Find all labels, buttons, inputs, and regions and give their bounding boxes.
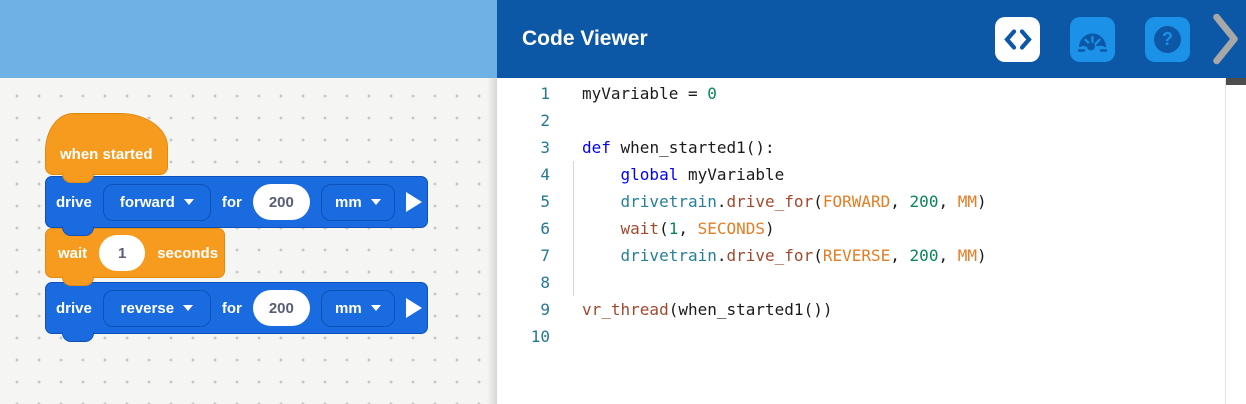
code-text: global myVariable <box>620 165 785 184</box>
code-text: myVariable = 0 <box>582 84 717 103</box>
play-icon[interactable] <box>405 192 422 212</box>
question-mark-icon: ? <box>1154 25 1181 53</box>
code-text <box>550 107 582 134</box>
line-number: 9 <box>540 300 550 319</box>
code-icon <box>1003 28 1032 51</box>
code-editor[interactable]: 1 myVariable = 0 2 3 def when_started1(): 4 g… <box>497 78 1246 404</box>
unit-dropdown[interactable]: mm <box>320 183 395 221</box>
distance-input[interactable]: 200 <box>252 184 310 220</box>
block-label: for <box>221 193 242 211</box>
line-number: 8 <box>540 273 550 292</box>
block-drive-reverse[interactable]: drive reverse for 200 mm <box>45 282 428 342</box>
scrollbar-thumb[interactable] <box>1226 78 1246 85</box>
collapse-panel-button[interactable] <box>1212 13 1240 65</box>
play-icon[interactable] <box>405 298 422 318</box>
canvas-edge-shadow <box>487 78 497 404</box>
indent-guide <box>573 215 574 242</box>
code-text: vr_thread(when_started1()) <box>582 300 833 319</box>
line-number: 5 <box>540 192 550 211</box>
block-label: seconds <box>157 244 219 262</box>
unit-dropdown[interactable]: mm <box>320 289 395 327</box>
indent-guide <box>573 161 574 188</box>
code-text: drivetrain.drive_for(REVERSE, 200, MM) <box>620 246 987 265</box>
code-text <box>550 323 582 350</box>
line-number: 3 <box>540 138 550 157</box>
scrollbar-track[interactable] <box>1225 78 1226 404</box>
code-line: 8 <box>497 269 1246 296</box>
chevron-right-icon <box>1212 13 1240 65</box>
chevron-down-icon <box>183 199 194 205</box>
code-text: drivetrain.drive_for(FORWARD, 200, MM) <box>620 192 987 211</box>
dropdown-value: forward <box>119 193 175 211</box>
code-line: 10 <box>497 323 1246 350</box>
line-number: 6 <box>540 219 550 238</box>
direction-dropdown[interactable]: reverse <box>102 289 211 327</box>
code-view-button[interactable] <box>995 16 1040 62</box>
block-label: drive <box>56 299 92 317</box>
distance-input[interactable]: 200 <box>252 290 310 326</box>
gauge-icon <box>1077 26 1108 53</box>
code-line: 2 <box>497 107 1246 134</box>
chevron-down-icon <box>370 199 381 205</box>
workspace-topbar <box>0 0 497 78</box>
line-number: 10 <box>530 327 550 346</box>
direction-dropdown[interactable]: forward <box>102 183 211 221</box>
block-label: wait <box>58 244 88 262</box>
code-line: 9 vr_thread(when_started1()) <box>497 296 1246 323</box>
code-text <box>550 269 582 296</box>
indent-guide <box>573 242 574 269</box>
block-drive-forward[interactable]: drive forward for 200 mm <box>45 176 428 236</box>
code-line: 3 def when_started1(): <box>497 134 1246 161</box>
help-button[interactable]: ? <box>1145 16 1190 62</box>
code-viewer-header: Code Viewer <box>497 0 1246 78</box>
code-text: def when_started1(): <box>582 138 775 157</box>
dashboard-button[interactable] <box>1070 16 1115 62</box>
dropdown-value: mm <box>335 299 362 317</box>
code-viewer-panel: Code Viewer <box>497 0 1246 404</box>
code-line: 1 myVariable = 0 <box>497 80 1246 107</box>
block-when-started[interactable]: when started <box>45 113 168 183</box>
indent-guide <box>573 269 574 296</box>
code-line: 4 global myVariable <box>497 161 1246 188</box>
dropdown-value: reverse <box>120 299 175 317</box>
line-number: 1 <box>540 84 550 103</box>
block-workspace: when started drive forward for 200 mm wa… <box>0 0 497 404</box>
block-stack: when started drive forward for 200 mm wa… <box>45 113 445 353</box>
panel-title: Code Viewer <box>522 27 648 50</box>
block-label: for <box>221 299 242 317</box>
chevron-down-icon <box>183 305 194 311</box>
block-label: drive <box>56 193 92 211</box>
code-line: 5 drivetrain.drive_for(FORWARD, 200, MM) <box>497 188 1246 215</box>
duration-input[interactable]: 1 <box>99 235 146 271</box>
block-label: when started <box>60 146 153 163</box>
block-wait[interactable]: wait 1 seconds <box>45 228 225 286</box>
code-lines: 1 myVariable = 0 2 3 def when_started1(): 4 g… <box>497 80 1246 350</box>
chevron-down-icon <box>370 305 381 311</box>
line-number: 4 <box>540 165 550 184</box>
dropdown-value: mm <box>335 193 362 211</box>
code-text: wait(1, SECONDS) <box>620 219 775 238</box>
indent-guide <box>573 188 574 215</box>
line-number: 2 <box>540 111 550 130</box>
line-number: 7 <box>540 246 550 265</box>
code-line: 7 drivetrain.drive_for(REVERSE, 200, MM) <box>497 242 1246 269</box>
code-line: 6 wait(1, SECONDS) <box>497 215 1246 242</box>
